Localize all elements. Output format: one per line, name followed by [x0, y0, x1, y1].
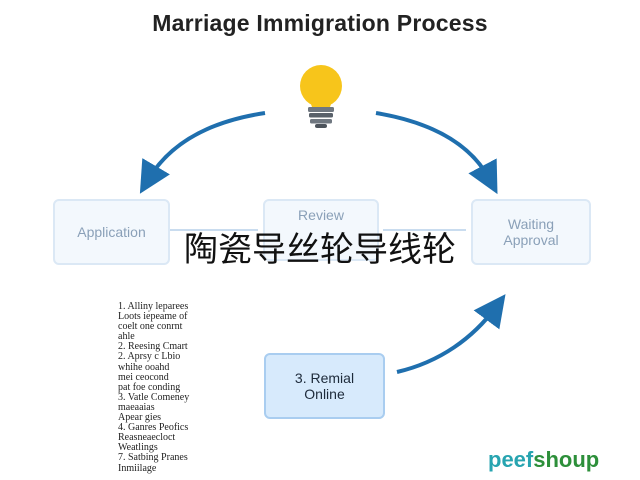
node-application: Application	[53, 199, 170, 265]
lightbulb-icon	[300, 65, 342, 128]
step-line: Loots iepeame of	[118, 311, 188, 323]
step-line: Reasneaecloct	[118, 432, 176, 444]
step-line: ahle	[118, 331, 135, 343]
overlay-watermark-text: 陶瓷导丝轮导线轮	[184, 230, 456, 270]
node-approval: Waiting Approval	[471, 199, 591, 265]
node-step3: 3. Remial Online	[264, 353, 385, 419]
brand-logo-part1: peef	[488, 447, 534, 472]
step-line: 2. Aprsy c Lbio	[118, 351, 181, 363]
node-review: Review	[263, 199, 379, 261]
brand-logo: peefshoup	[488, 447, 599, 473]
node-approval-line1: Waiting	[507, 216, 555, 232]
node-approval-line2: Approval	[503, 232, 559, 248]
step-line: Weatlings	[118, 442, 158, 454]
step-line: 3. Vatle Comeney	[118, 391, 190, 403]
step-line: 7. Satbing Pranes	[118, 452, 188, 464]
arrow-step3-up	[396, 294, 506, 374]
node-review-label: Review	[298, 207, 344, 223]
step-line: Inmiilage	[118, 462, 157, 474]
step-line: 4. Ganres Peofics	[118, 422, 189, 434]
step-line: 1. Alliny leparees	[118, 301, 189, 312]
steps-list: 1. Alliny leparees Loots iepeame of coel…	[118, 302, 268, 474]
arrow-to-application	[139, 111, 266, 194]
step-line: mei ceocond	[118, 371, 169, 383]
step-line: Apear gies	[118, 412, 162, 424]
step-line: whihe ooahd	[118, 361, 170, 373]
brand-logo-part2: shoup	[533, 447, 600, 472]
step-line: coelt one conrnt	[118, 321, 183, 333]
step-line: 2. Reesing Cmart	[118, 341, 188, 353]
arrow-to-approval	[375, 111, 498, 195]
node-step3-line2: Online	[304, 386, 345, 402]
diagram-title: Marriage Immigration Process	[152, 10, 488, 36]
step-line: maeaaias	[118, 401, 155, 413]
node-step3-line1: 3. Remial	[294, 370, 355, 386]
step-line: pat foe conding	[118, 381, 181, 393]
node-application-label: Application	[77, 224, 146, 240]
